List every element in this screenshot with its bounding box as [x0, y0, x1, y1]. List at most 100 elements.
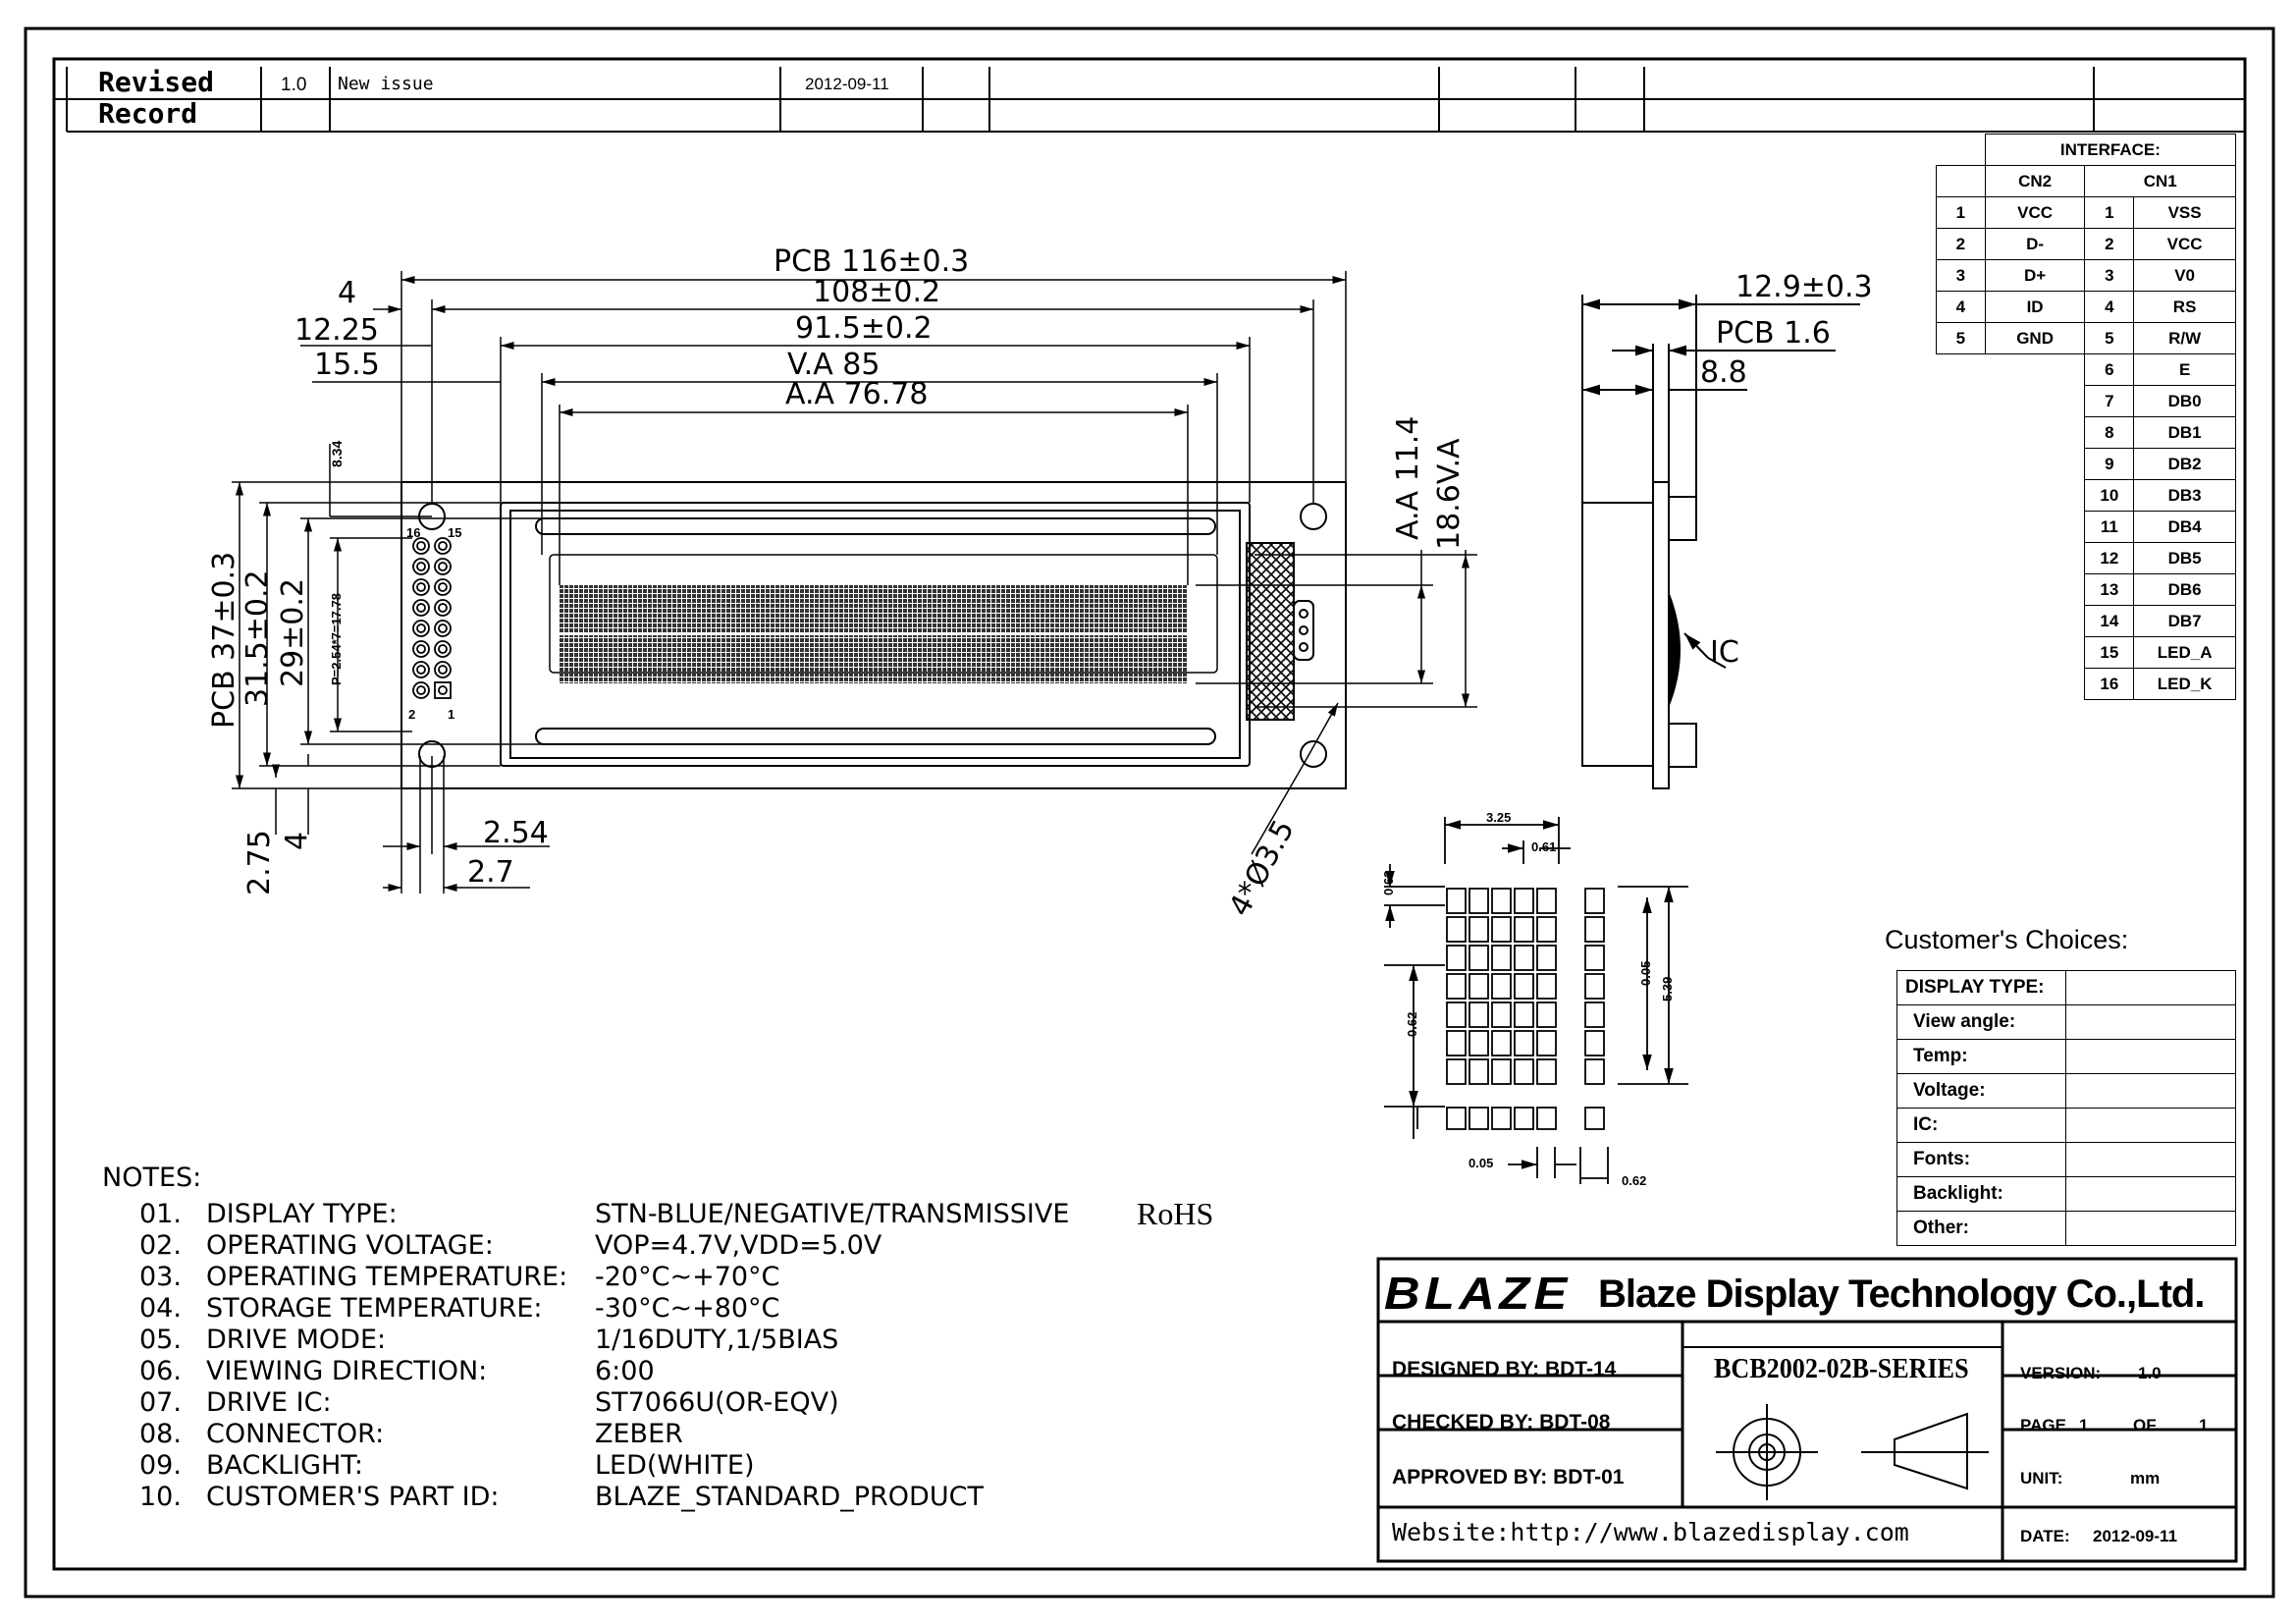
dot-cell — [1514, 1030, 1534, 1056]
page-value: 1 — [2079, 1416, 2089, 1435]
dim-8-34: 8.34 — [329, 440, 345, 467]
dot-cell — [1536, 1001, 1557, 1028]
cn1-pin: 13 — [2084, 573, 2135, 606]
pin-hole — [438, 582, 448, 592]
ic-label: IC — [1710, 635, 1739, 670]
customer-field-label: View angle: — [1896, 1004, 2066, 1040]
dot-dim-0-05-h: 0.05 — [1468, 1156, 1494, 1170]
pin-pad — [412, 578, 430, 596]
dot-cell — [1514, 888, 1534, 914]
cn2-signal: D- — [1984, 228, 2086, 260]
dim-12-25: 12.25 — [294, 313, 379, 348]
dot-cell — [1468, 888, 1489, 914]
dot-cell — [1491, 1001, 1512, 1028]
interface-empty — [1985, 542, 2086, 574]
customer-field-label: Fonts: — [1896, 1142, 2066, 1177]
dot-cell-side — [1584, 1030, 1605, 1056]
customer-field-value[interactable] — [2064, 1039, 2237, 1074]
cn1-pin: 2 — [2084, 228, 2135, 260]
cursor-cell — [1446, 1107, 1467, 1130]
interface-title: INTERFACE: — [1984, 134, 2237, 166]
customer-field-label: Other: — [1896, 1211, 2066, 1246]
website-link[interactable]: Website:http://www.blazedisplay.com — [1392, 1518, 1909, 1546]
interface-empty — [1937, 449, 1986, 480]
pin-hole — [438, 685, 448, 695]
note-label: DISPLAY TYPE: — [206, 1199, 398, 1229]
cn1-signal: E — [2133, 353, 2236, 386]
dot-cell-side — [1584, 945, 1605, 971]
dot-cell — [1536, 888, 1557, 914]
interface-empty — [1985, 573, 2086, 606]
interface-empty — [1937, 606, 1986, 637]
dot-cell — [1446, 1001, 1467, 1028]
pages-value: 1 — [2199, 1416, 2209, 1435]
interface-empty — [1937, 354, 1986, 386]
dot-cell — [1491, 945, 1512, 971]
dim-pcb-height: PCB 37±0.3 — [207, 551, 241, 729]
note-number: 09. — [139, 1450, 182, 1481]
unit-label: UNIT: — [2020, 1469, 2063, 1488]
note-number: 10. — [139, 1482, 182, 1512]
customer-row: DISPLAY TYPE: — [1896, 970, 2237, 1005]
note-value: BLAZE_STANDARD_PRODUCT — [595, 1482, 984, 1512]
dot-cell — [1446, 916, 1467, 943]
customer-field-value[interactable] — [2064, 1004, 2237, 1040]
customer-field-label: Temp: — [1896, 1039, 2066, 1074]
customer-field-value[interactable] — [2064, 970, 2237, 1005]
unit-value: mm — [2130, 1469, 2161, 1488]
dot-cell — [1468, 1030, 1489, 1056]
note-label: OPERATING TEMPERATURE: — [206, 1262, 568, 1292]
dot-cell — [1514, 1001, 1534, 1028]
page-label: PAGE — [2020, 1416, 2066, 1435]
interface-empty — [1937, 574, 1986, 606]
cn2-pin: 2 — [1936, 228, 1986, 260]
cn1-signal: VSS — [2133, 196, 2236, 229]
pin-pad — [434, 599, 452, 617]
inner-border — [52, 57, 2247, 1571]
customer-field-value[interactable] — [2064, 1211, 2237, 1246]
customer-field-value[interactable] — [2064, 1073, 2237, 1109]
dot-cell-side — [1584, 1001, 1605, 1028]
customer-field-value[interactable] — [2064, 1108, 2237, 1143]
pin-pad — [434, 537, 452, 555]
pin-hole — [416, 623, 426, 633]
revision-description: New issue — [338, 74, 434, 94]
customer-row: Fonts: — [1896, 1142, 2237, 1177]
customer-field-value[interactable] — [2064, 1176, 2237, 1212]
cn2-signal: GND — [1984, 322, 2086, 354]
dot-cell — [1514, 916, 1534, 943]
pin-hole — [416, 582, 426, 592]
customer-row: IC: — [1896, 1108, 2237, 1143]
pin-pad — [434, 578, 452, 596]
dot-cell — [1446, 1058, 1467, 1085]
interface-empty — [1985, 668, 2086, 700]
dim-4: 4 — [338, 276, 357, 310]
dim-pitch: P=2.54*7=17.78 — [329, 593, 344, 685]
cn1-signal: DB6 — [2133, 573, 2236, 606]
note-number: 05. — [139, 1325, 182, 1355]
interface-empty — [1985, 479, 2086, 512]
dot-cell — [1491, 1058, 1512, 1085]
dot-cell — [1491, 973, 1512, 1000]
dot-dim-0-62: 0.62 — [1405, 1011, 1419, 1037]
customer-row: Temp: — [1896, 1039, 2237, 1074]
dim-31-5: 31.5±0.2 — [240, 569, 275, 707]
note-value: 6:00 — [595, 1356, 655, 1386]
note-label: DRIVE MODE: — [206, 1325, 387, 1355]
customer-field-label: DISPLAY TYPE: — [1896, 970, 2066, 1005]
dim-aa-height: A.A 11.4 — [1391, 415, 1425, 540]
dim-aa-width: A.A 76.78 — [785, 377, 929, 411]
cn1-signal: RS — [2133, 291, 2236, 323]
customer-field-value[interactable] — [2064, 1142, 2237, 1177]
customer-field-label: Backlight: — [1896, 1176, 2066, 1212]
horizontal-dimensions — [300, 271, 1347, 585]
note-number: 03. — [139, 1262, 182, 1292]
interface-empty — [1937, 543, 1986, 574]
interface-empty — [1985, 416, 2086, 449]
